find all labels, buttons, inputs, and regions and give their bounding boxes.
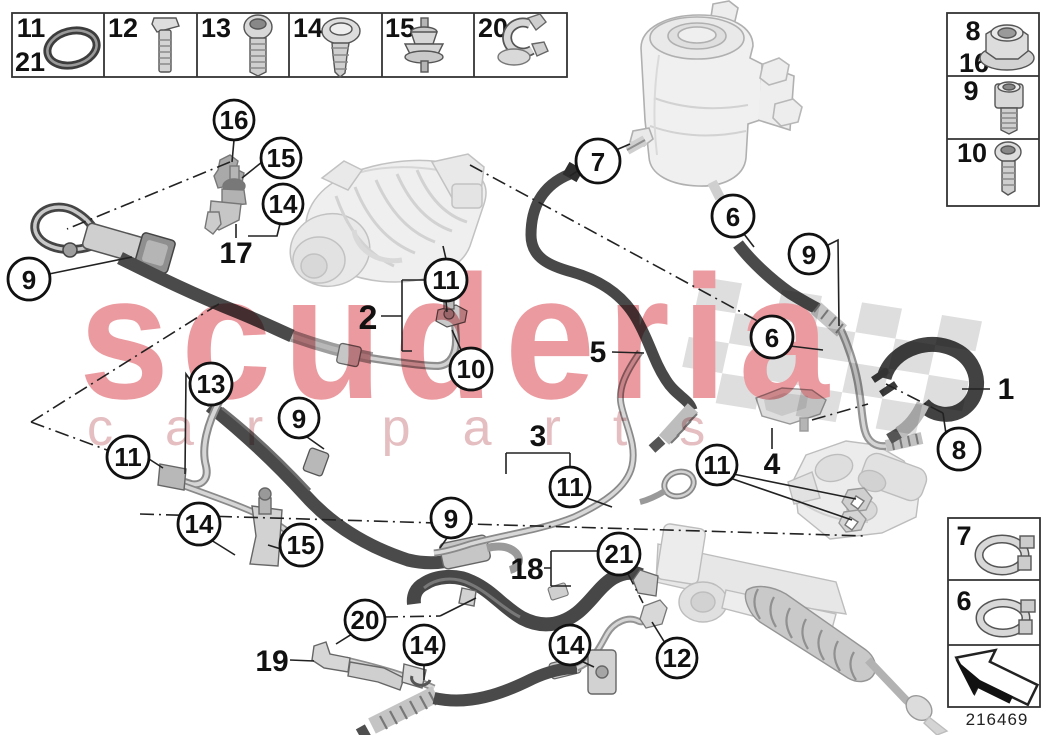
svg-text:9: 9 (802, 240, 816, 270)
svg-text:13: 13 (197, 369, 226, 399)
svg-text:9: 9 (292, 404, 306, 434)
svg-text:11: 11 (432, 265, 460, 295)
svg-text:216469: 216469 (966, 710, 1029, 729)
svg-text:15: 15 (287, 530, 316, 560)
svg-text:21: 21 (605, 539, 634, 569)
svg-text:6: 6 (956, 586, 971, 616)
svg-text:9: 9 (963, 76, 978, 106)
svg-text:21: 21 (15, 47, 45, 77)
svg-text:11: 11 (17, 13, 46, 43)
svg-text:11: 11 (114, 442, 142, 472)
svg-text:6: 6 (765, 323, 779, 353)
svg-text:19: 19 (255, 645, 288, 678)
svg-text:15: 15 (267, 143, 296, 173)
svg-text:11: 11 (556, 472, 584, 502)
svg-text:8: 8 (952, 435, 966, 465)
svg-text:2: 2 (359, 299, 378, 337)
svg-text:14: 14 (293, 13, 323, 43)
svg-text:1: 1 (998, 373, 1015, 406)
svg-text:12: 12 (663, 643, 692, 673)
svg-text:10: 10 (457, 354, 486, 384)
svg-text:5: 5 (590, 336, 607, 369)
svg-text:13: 13 (201, 13, 231, 43)
svg-text:12: 12 (108, 13, 138, 43)
svg-text:7: 7 (956, 521, 971, 551)
svg-text:6: 6 (726, 202, 740, 232)
svg-text:9: 9 (22, 265, 36, 295)
svg-text:3: 3 (530, 420, 547, 453)
svg-text:7: 7 (591, 147, 605, 177)
svg-text:14: 14 (185, 509, 214, 539)
svg-text:4: 4 (764, 448, 781, 481)
svg-text:14: 14 (556, 630, 585, 660)
svg-text:18: 18 (510, 553, 543, 586)
svg-text:10: 10 (957, 138, 987, 168)
svg-text:15: 15 (385, 13, 415, 43)
svg-text:20: 20 (351, 605, 380, 635)
svg-text:16: 16 (220, 105, 249, 135)
svg-text:17: 17 (219, 237, 252, 270)
svg-text:14: 14 (269, 189, 298, 219)
svg-text:11: 11 (703, 450, 731, 480)
svg-text:8: 8 (965, 16, 980, 46)
svg-text:car parts: car parts (87, 399, 757, 457)
svg-text:14: 14 (410, 630, 439, 660)
svg-text:9: 9 (444, 504, 458, 534)
